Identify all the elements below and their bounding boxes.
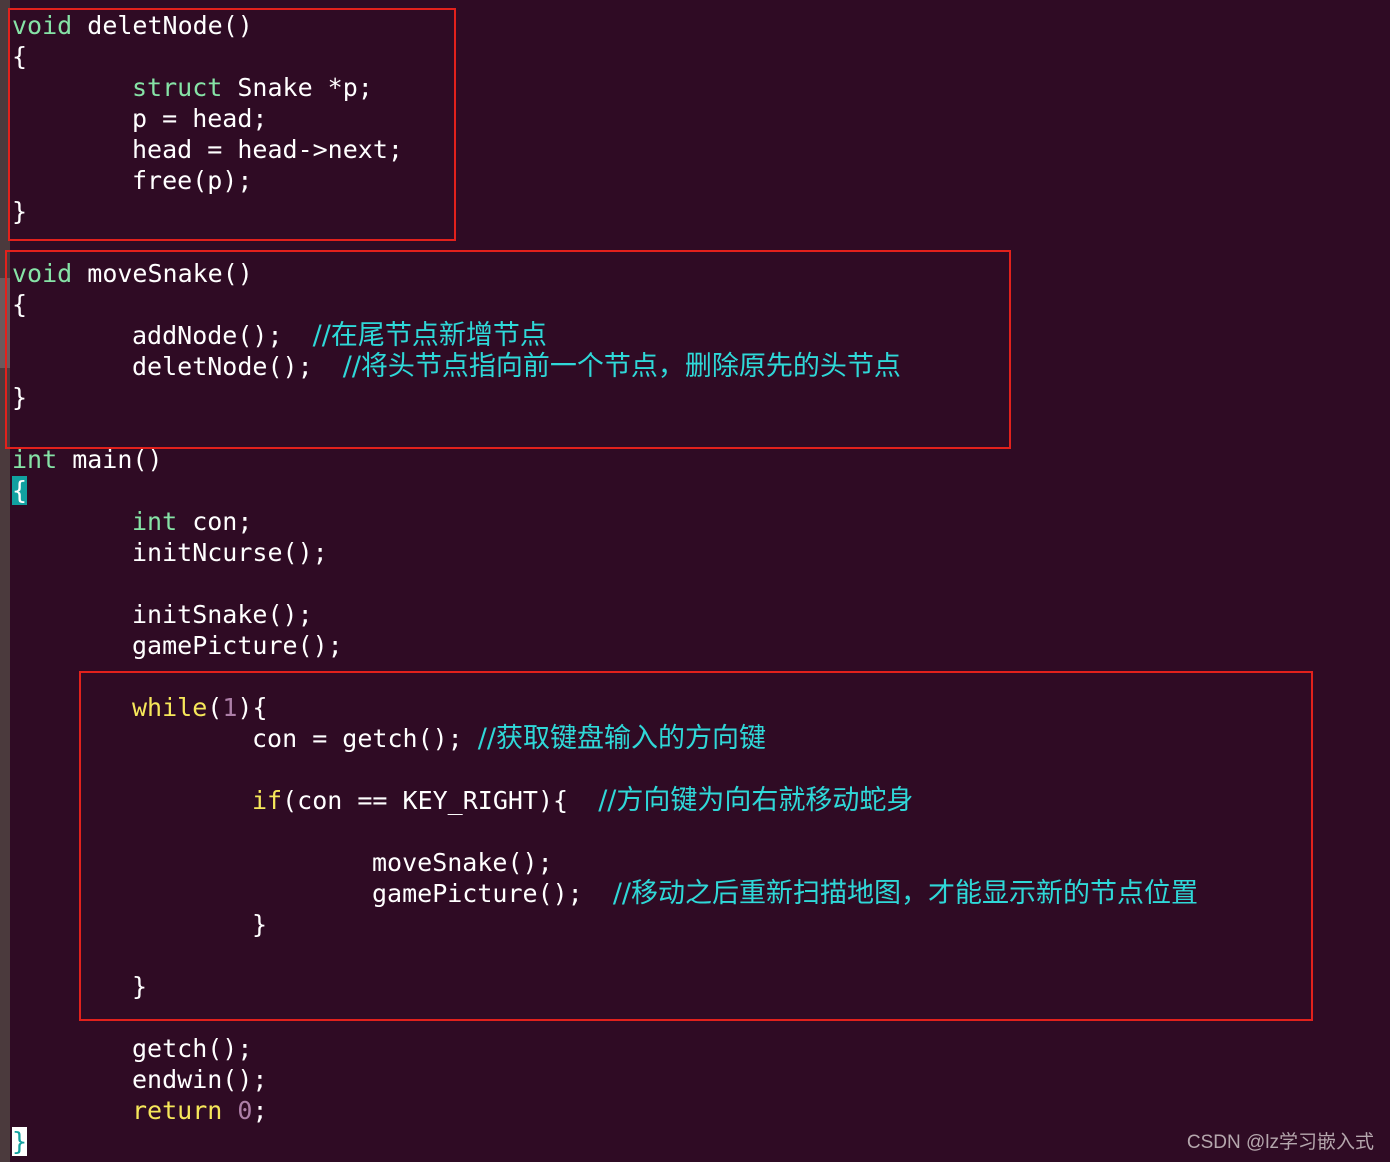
code-comment: //移动之后重新扫描地图，才能显示新的节点位置 <box>612 878 1199 909</box>
code-token: free(p); <box>132 166 253 195</box>
code-line: endwin(); <box>132 1064 267 1095</box>
code-keyword: void <box>12 11 73 40</box>
code-line: if(con == KEY_RIGHT){ //方向键为向右就移动蛇身 <box>252 785 913 816</box>
code-token: { <box>12 290 28 319</box>
watermark: CSDN @lz学习嵌入式 <box>1186 1132 1374 1153</box>
code-line: void deletNode() <box>12 10 253 41</box>
code-token <box>222 1096 237 1125</box>
code-token: { <box>12 476 28 505</box>
code-token: } <box>12 1127 28 1156</box>
code-token: deletNode() <box>72 11 253 40</box>
code-token: head = head->next; <box>132 135 403 164</box>
code-keyword: void <box>12 259 73 288</box>
code-line: int main() <box>12 444 163 475</box>
code-line: { <box>12 41 27 72</box>
code-token: } <box>12 197 28 226</box>
code-token: { <box>12 42 28 71</box>
code-keyword: return <box>132 1096 223 1125</box>
code-keyword: int <box>132 507 178 536</box>
code-token: gamePicture(); <box>372 879 613 908</box>
code-token: Snake *p; <box>222 73 373 102</box>
movesnake-box <box>5 250 1011 449</box>
code-line: } <box>12 196 27 227</box>
code-line: head = head->next; <box>132 134 403 165</box>
code-token: gamePicture(); <box>132 631 343 660</box>
code-token: ){ <box>237 693 268 722</box>
code-line: getch(); <box>132 1033 252 1064</box>
code-token: moveSnake(); <box>372 848 553 877</box>
code-token: main() <box>57 445 163 474</box>
code-token: 1 <box>222 693 238 722</box>
code-line: gamePicture(); //移动之后重新扫描地图，才能显示新的节点位置 <box>372 878 1198 909</box>
code-token: endwin(); <box>132 1065 268 1094</box>
code-keyword: int <box>12 445 58 474</box>
code-token: addNode(); <box>132 321 313 350</box>
code-token: ( <box>207 693 223 722</box>
code-line: initSnake(); <box>132 599 313 630</box>
code-token: deletNode(); <box>132 352 343 381</box>
code-token: initNcurse(); <box>132 538 328 567</box>
code-token: initSnake(); <box>132 600 313 629</box>
code-keyword: struct <box>132 73 223 102</box>
code-token: ; <box>252 1096 268 1125</box>
code-line: } <box>132 971 147 1002</box>
code-line: struct Snake *p; <box>132 72 373 103</box>
code-line: while(1){ <box>132 692 268 723</box>
code-token: p = head; <box>132 104 268 133</box>
code-editor[interactable]: void deletNode(){struct Snake *p;p = hea… <box>12 0 1390 1162</box>
code-line: p = head; <box>132 103 267 134</box>
code-line: } <box>12 382 27 413</box>
code-token: (con == KEY_RIGHT){ <box>282 786 599 815</box>
code-token: con = getch(); <box>252 724 478 753</box>
code-comment: //获取键盘输入的方向键 <box>477 723 766 754</box>
code-keyword: if <box>252 786 283 815</box>
code-line: int con; <box>132 506 252 537</box>
code-token: } <box>252 910 268 939</box>
code-token: } <box>12 383 28 412</box>
code-comment: //在尾节点新增节点 <box>312 320 547 351</box>
code-line: } <box>12 1126 28 1157</box>
code-line: } <box>252 909 267 940</box>
code-token: } <box>132 972 148 1001</box>
code-line: deletNode(); //将头节点指向前一个节点，删除原先的头节点 <box>132 351 901 382</box>
code-line: addNode(); //在尾节点新增节点 <box>132 320 547 351</box>
code-line: { <box>12 475 28 506</box>
code-line: moveSnake(); <box>372 847 553 878</box>
code-line: con = getch(); //获取键盘输入的方向键 <box>252 723 766 754</box>
code-comment: //方向键为向右就移动蛇身 <box>598 785 914 816</box>
code-line: void moveSnake() <box>12 258 253 289</box>
code-token: getch(); <box>132 1034 253 1063</box>
code-token: moveSnake() <box>72 259 253 288</box>
code-line: { <box>12 289 27 320</box>
code-comment: //将头节点指向前一个节点，删除原先的头节点 <box>342 351 901 382</box>
code-line: initNcurse(); <box>132 537 328 568</box>
code-keyword: while <box>132 693 208 722</box>
code-line: return 0; <box>132 1095 268 1126</box>
code-token: 0 <box>237 1096 253 1125</box>
deletnode-box <box>8 8 456 241</box>
while-loop-box <box>79 671 1313 1021</box>
code-line: free(p); <box>132 165 252 196</box>
code-line: gamePicture(); <box>132 630 343 661</box>
code-token: con; <box>177 507 253 536</box>
